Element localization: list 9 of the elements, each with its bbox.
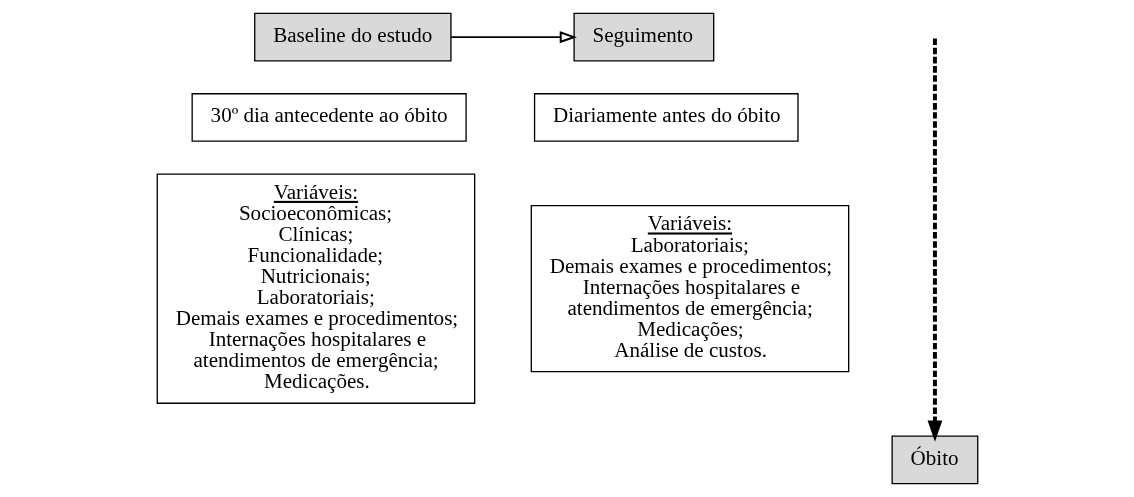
node-box: Baseline do estudo <box>253 12 452 62</box>
node-box: Variáveis: Socioeconômicas; Clínicas; Funcionalidade; Nutricionais; Laboratoriais; Demais exames e procedimentos; Internações hospitalares e atendimentos de emergência; Medicações. <box>156 173 475 404</box>
arrow <box>449 31 577 44</box>
node-box: 30º dia antecedente ao óbito <box>191 93 467 142</box>
node-box: Óbito <box>890 435 978 485</box>
node-box: Seguimento <box>572 12 714 62</box>
arrow <box>927 38 942 442</box>
node-box: Diariamente antes do óbito <box>533 93 799 142</box>
node-box: Variáveis: Laboratoriais; Demais exames e procedimentos; Internações hospitalares e atendimentos de emergência; Medicações; Análise de custos. <box>530 205 849 373</box>
